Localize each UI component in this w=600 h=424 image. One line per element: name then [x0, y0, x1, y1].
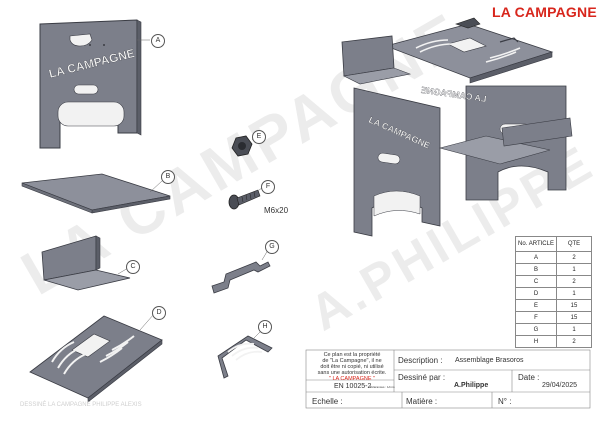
qty-cell: 15: [556, 299, 592, 312]
part-f-screw: [228, 187, 263, 210]
callout-d: D: [152, 306, 166, 320]
callout-g: G: [265, 240, 279, 254]
screw-spec-label: M6x20: [264, 206, 289, 215]
qty-cell: 15: [556, 311, 592, 324]
standard-label: EN 10025-2: [334, 383, 372, 390]
date-value: 29/04/2025: [542, 382, 578, 389]
ownership-notice: Ce plan est la propriété de "La Campagne…: [312, 352, 392, 382]
article-cell: C: [515, 275, 557, 288]
drawn-by-label: Dessiné par :: [398, 373, 446, 382]
notice-line-1: Ce plan est la propriété: [323, 352, 381, 358]
date-label: Date :: [518, 373, 540, 382]
parts-table-header-article: No. ARTICLE: [515, 236, 557, 252]
callout-f: F: [261, 180, 275, 194]
article-cell: D: [515, 287, 557, 300]
callout-b: B: [161, 170, 175, 184]
article-cell: B: [515, 263, 557, 276]
article-cell: H: [515, 335, 557, 348]
qty-cell: 2: [556, 251, 592, 264]
part-d-grill-top: [29, 313, 163, 403]
part-c-bracket: [41, 235, 131, 291]
title-block-frame: [305, 349, 591, 409]
article-cell: G: [515, 323, 557, 336]
part-g-handle: [211, 249, 271, 294]
notice-line-3: doit être ni copié, ni utilisé: [320, 364, 384, 370]
parts-table-header-qty: QTE: [556, 236, 592, 252]
qty-cell: 1: [556, 263, 592, 276]
assembly-view: [341, 17, 573, 237]
qty-cell: 1: [556, 287, 592, 300]
part-a-side-panel: [39, 19, 150, 149]
description-value: Assemblage Brasoros: [455, 357, 524, 364]
notice-brand: " LA CAMPAGNE ": [329, 376, 375, 382]
part-b-tray: [21, 173, 171, 214]
scale-label: Echelle :: [312, 397, 343, 406]
drawn-by-value: A.Philippe: [454, 382, 489, 389]
callout-a: A: [151, 34, 165, 48]
part-h-handle-plate: [217, 329, 273, 379]
callout-e: E: [252, 130, 266, 144]
article-cell: E: [515, 299, 557, 312]
callout-h: H: [258, 320, 272, 334]
footer-credit: DESSINÉ LA CAMPAGNE PHILIPPE ALEXIS: [20, 402, 142, 408]
number-label: N° :: [498, 397, 512, 406]
brand-logo: LA CAMPAGNE: [492, 4, 597, 20]
part-e-nut: [231, 135, 256, 157]
qty-cell: 1: [556, 323, 592, 336]
standard-note: Tolérances : 1/mm: [370, 385, 395, 389]
material-label: Matière :: [406, 397, 438, 406]
article-cell: F: [515, 311, 557, 324]
qty-cell: 2: [556, 275, 592, 288]
callout-c: C: [126, 260, 140, 274]
description-label: Description :: [398, 356, 443, 365]
qty-cell: 2: [556, 335, 592, 348]
notice-line-4: sans une autorisation écrite.: [317, 370, 387, 376]
notice-line-2: de "La Campagne", il ne: [322, 358, 382, 364]
article-cell: A: [515, 251, 557, 264]
